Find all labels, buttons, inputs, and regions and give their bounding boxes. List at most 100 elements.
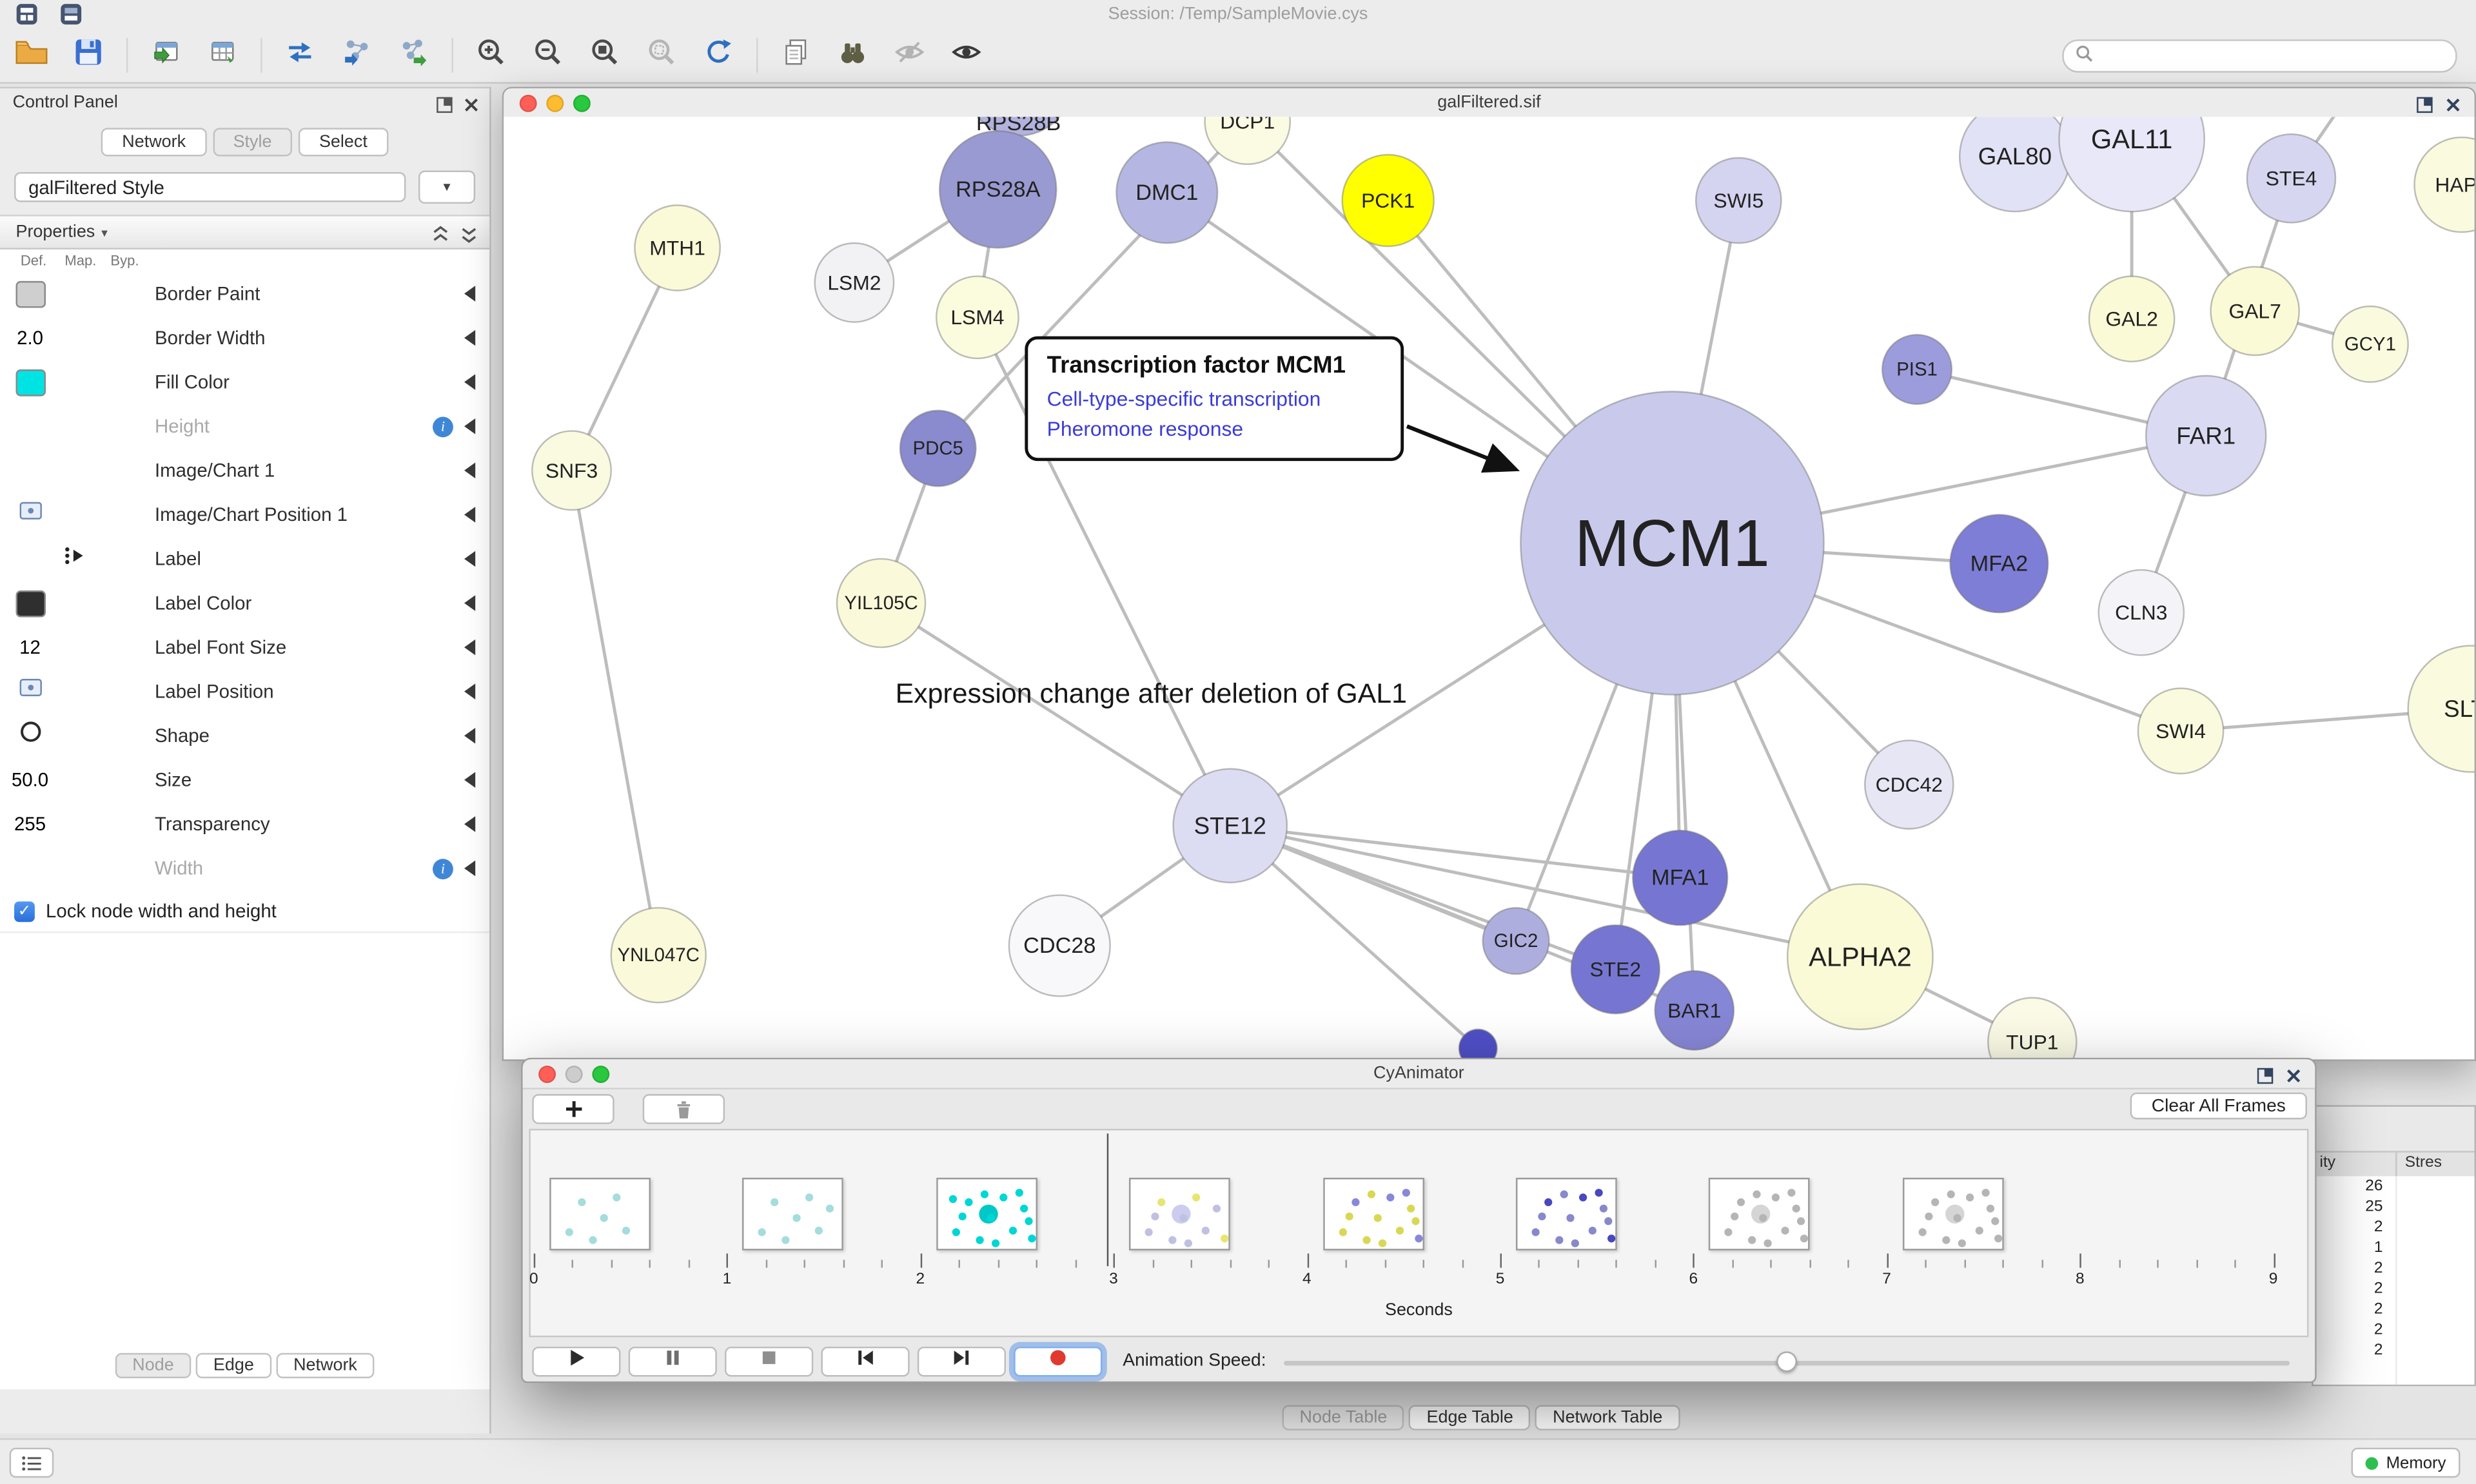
node-LSM2[interactable]: LSM2: [814, 242, 895, 323]
show-graphics-details-button[interactable]: [947, 36, 985, 74]
node-STE12[interactable]: STE12: [1172, 768, 1288, 884]
expand-arrow-icon[interactable]: [464, 683, 476, 699]
annotation-link-1[interactable]: Cell-type-specific transcription: [1046, 387, 1321, 411]
property-row-shape[interactable]: Shape: [0, 714, 489, 758]
expand-arrow-icon[interactable]: [464, 418, 476, 434]
save-session-button[interactable]: [70, 36, 108, 74]
close-traffic-light[interactable]: [519, 94, 537, 112]
expand-arrow-icon[interactable]: [464, 595, 476, 611]
expand-arrow-icon[interactable]: [464, 329, 476, 346]
property-row-label[interactable]: Label: [0, 537, 489, 581]
delete-frame-button[interactable]: [642, 1094, 725, 1124]
node-MFA2[interactable]: MFA2: [1949, 514, 2049, 614]
open-session-button[interactable]: [13, 36, 51, 74]
node-FAR1[interactable]: FAR1: [2145, 375, 2267, 497]
property-row-image-chart-1[interactable]: Image/Chart 1: [0, 449, 489, 493]
mapping-icon[interactable]: [63, 544, 86, 574]
window-panel-icon-right[interactable]: [60, 3, 82, 25]
edge-STE12-MFA1[interactable]: [1230, 824, 1680, 880]
column-header-stress[interactable]: Stres: [2404, 1154, 2442, 1172]
table-tab-edge-table[interactable]: Edge Table: [1409, 1405, 1531, 1430]
timeline-frame-4[interactable]: [1129, 1177, 1231, 1251]
node-HAP2[interactable]: HAP2: [2413, 136, 2475, 233]
color-swatch[interactable]: [15, 368, 45, 396]
expand-arrow-icon[interactable]: [464, 860, 476, 877]
node-MTH1[interactable]: MTH1: [634, 204, 721, 291]
timeline-frame-2[interactable]: [742, 1177, 844, 1251]
properties-header[interactable]: Properties▾: [0, 215, 490, 249]
node-SLT2[interactable]: SLT2: [2407, 645, 2475, 773]
position-icon[interactable]: [18, 678, 42, 706]
table-tab-network-table[interactable]: Network Table: [1535, 1405, 1680, 1430]
go-to-start-button[interactable]: [821, 1345, 910, 1376]
node-ALPHA2[interactable]: ALPHA2: [1787, 883, 1934, 1030]
node-GCY1[interactable]: GCY1: [2331, 305, 2409, 383]
expand-arrow-icon[interactable]: [464, 727, 476, 744]
refresh-view-button[interactable]: [700, 36, 738, 74]
go-to-end-button[interactable]: [917, 1345, 1007, 1376]
table-tab-node-table[interactable]: Node Table: [1282, 1405, 1405, 1430]
node-TUP1[interactable]: TUP1: [1987, 997, 2078, 1060]
style-tab-network[interactable]: Network: [276, 1352, 375, 1378]
duplicate-button[interactable]: [777, 36, 815, 74]
hide-graphics-details-button[interactable]: [890, 36, 928, 74]
import-table-file-button[interactable]: [204, 36, 242, 74]
node-PDC5[interactable]: PDC5: [899, 409, 977, 487]
node-RPS28A[interactable]: RPS28A: [938, 130, 1057, 249]
tab-network[interactable]: Network: [101, 128, 206, 157]
node-MCM1[interactable]: MCM1: [1520, 391, 1825, 696]
timeline-frame-3[interactable]: [936, 1177, 1037, 1251]
property-row-label-position[interactable]: Label Position: [0, 669, 489, 714]
search-network-button[interactable]: [834, 36, 872, 74]
node-SNF3[interactable]: SNF3: [531, 430, 612, 511]
node-LSM4[interactable]: LSM4: [936, 275, 1019, 360]
add-frame-button[interactable]: [532, 1094, 614, 1124]
search-box[interactable]: [2062, 39, 2457, 73]
zoom-traffic-light[interactable]: [592, 1066, 610, 1084]
memory-button[interactable]: Memory: [2351, 1447, 2461, 1478]
node-YIL105C[interactable]: YIL105C: [836, 558, 927, 649]
node-PCK1[interactable]: PCK1: [1341, 153, 1435, 248]
expand-arrow-icon[interactable]: [464, 772, 476, 788]
zoom-fit-button[interactable]: [586, 36, 624, 74]
playhead[interactable]: [1106, 1133, 1109, 1267]
node-GAL80[interactable]: GAL80: [1958, 117, 2071, 213]
node-GAL7[interactable]: GAL7: [2210, 266, 2300, 356]
node-CDC28[interactable]: CDC28: [1008, 894, 1111, 997]
node-GIC2[interactable]: GIC2: [1482, 906, 1550, 975]
expand-arrow-icon[interactable]: [464, 286, 476, 302]
close-traffic-light[interactable]: [538, 1066, 556, 1084]
node-CDC42[interactable]: CDC42: [1864, 739, 1954, 830]
node-DMC1[interactable]: DMC1: [1115, 141, 1219, 244]
node-PIS1[interactable]: PIS1: [1881, 333, 1953, 405]
expand-arrow-icon[interactable]: [464, 639, 476, 656]
network-window-titlebar[interactable]: galFiltered.sif: [504, 88, 2475, 121]
style-tab-edge[interactable]: Edge: [195, 1352, 271, 1378]
edge-STE12-ALPHA2[interactable]: [1230, 824, 1861, 959]
minimize-traffic-light[interactable]: [546, 94, 564, 112]
node-SWI4[interactable]: SWI4: [2137, 687, 2225, 775]
node-DCP1[interactable]: DCP1: [1204, 117, 1292, 165]
node-YNL047C[interactable]: YNL047C: [610, 906, 707, 1004]
import-network-file-button[interactable]: [147, 36, 185, 74]
zoom-selected-button[interactable]: [643, 36, 681, 74]
expand-all-icon[interactable]: [461, 222, 477, 254]
clear-all-frames-button[interactable]: Clear All Frames: [2130, 1092, 2307, 1120]
tab-style[interactable]: Style: [212, 128, 293, 157]
close-panel-icon[interactable]: [463, 93, 480, 121]
float-window-icon[interactable]: [2257, 1064, 2274, 1093]
export-network-button[interactable]: [395, 36, 433, 74]
edge-SNF3-YNL047C[interactable]: [570, 470, 660, 956]
import-network-from-file-button[interactable]: [338, 36, 376, 74]
property-row-label-color[interactable]: Label Color: [0, 581, 489, 625]
expand-arrow-icon[interactable]: [464, 816, 476, 832]
float-window-icon[interactable]: [2416, 93, 2433, 121]
play-button[interactable]: [532, 1345, 621, 1376]
ellipse-icon[interactable]: [18, 720, 42, 752]
stop-button[interactable]: [725, 1345, 814, 1376]
